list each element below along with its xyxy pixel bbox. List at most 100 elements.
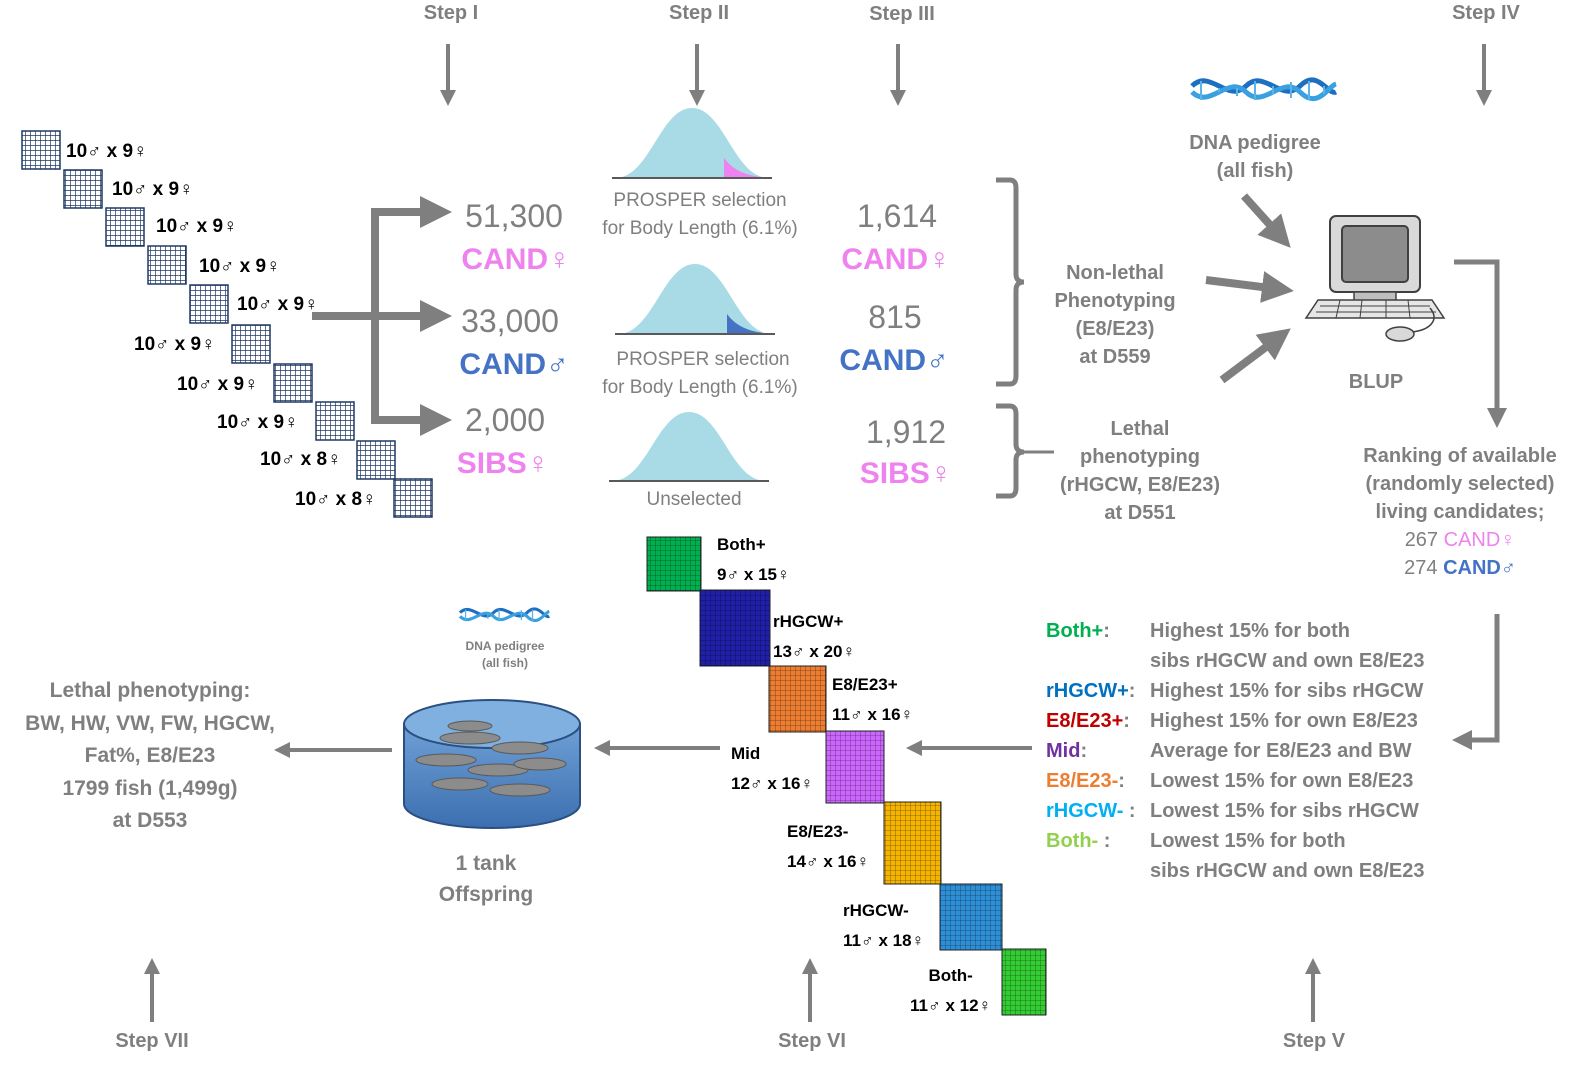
legend-key-sep: :: [1123, 710, 1130, 732]
cross-label-8: 10♂ x 9♀: [217, 412, 299, 433]
legend-key-text: E8/E23-: [1046, 770, 1119, 792]
legend-description: Lowest 15% for own E8/E23: [1150, 766, 1413, 796]
ranking-female-label: CAND♀: [1443, 529, 1516, 551]
legend-description-line: sibs rHGCW and own E8/E23: [1150, 860, 1425, 882]
legend-description: Highest 15% for both sibs rHGCW and own E…: [1150, 616, 1425, 676]
ranking-female-count: 267: [1404, 529, 1439, 551]
initial-family-block: [147, 245, 187, 285]
family-label-1: rHGCW+ 13♂ x 20♀: [773, 607, 855, 667]
final-phenotyping-text: Lethal phenotyping: BW, HW, VW, FW, HGCW…: [25, 679, 275, 832]
selection-male-line1: PROSPER selection: [616, 349, 790, 370]
legend-description: Highest 15% for own E8/E23: [1150, 706, 1418, 736]
dna-pedigree-small-label: DNA pedigree (all fish): [465, 639, 545, 670]
dna-helix-small-icon: [458, 607, 550, 623]
legend-key-sep: :: [1103, 620, 1110, 642]
cross-label-5: 10♂ x 9♀: [237, 294, 319, 315]
legend-description-line: Average for E8/E23 and BW: [1150, 740, 1412, 762]
family-name: Mid: [731, 744, 761, 763]
initial-family-block: [189, 284, 229, 324]
legend-description-line: Lowest 15% for sibs rHGCW: [1150, 800, 1419, 822]
cross-label-3: 10♂ x 9♀: [156, 216, 238, 237]
ranking-male-label: CAND♂: [1443, 557, 1516, 579]
nonlethal-phenotyping-text: Non-lethal Phenotyping (E8/E23) at D559: [1054, 262, 1176, 368]
initial-family-block: [393, 478, 433, 518]
dna-helix-icon: [1190, 77, 1338, 102]
cross-label-2: 10♂ x 9♀: [112, 179, 194, 200]
bracket-nonlethal: [996, 177, 1025, 387]
bell-curve-male: [615, 264, 775, 335]
family-block-grid-3: [826, 731, 884, 803]
legend-key: E8/E23+:: [1046, 706, 1150, 736]
family-name: E8/E23+: [832, 675, 898, 694]
family-cross: 9♂ x 15♀: [717, 565, 790, 584]
selected-cand-male-label: CAND♂: [839, 344, 949, 377]
selected-family-grid: [646, 536, 1047, 1016]
legend-key: Both- :: [1046, 826, 1150, 886]
family-name: rHGCW-: [843, 901, 909, 920]
initial-family-block: [356, 440, 396, 480]
ranking-to-legend-arrow: [1452, 614, 1500, 750]
initial-sibs-count: 2,000: [464, 402, 546, 438]
lethal-phenotyping-text: Lethal phenotyping (rHGCW, E8/E23) at D5…: [1059, 418, 1221, 524]
computer-icon: [1304, 215, 1446, 342]
legend-key-sep: :: [1098, 830, 1111, 852]
blup-label: BLUP: [1348, 371, 1404, 393]
selection-unselected: Unselected: [646, 489, 742, 510]
step4-label: Step IV: [1452, 2, 1520, 24]
family-cross: 12♂ x 16♀: [731, 774, 814, 793]
blup-to-ranking-arrow: [1454, 259, 1507, 428]
step5-label: Step V: [1282, 1030, 1346, 1052]
ranking-text: Ranking of available (randomly selected)…: [1363, 445, 1557, 579]
initial-cand-male-count: 33,000: [461, 303, 559, 339]
selected-cand-female-label: CAND♀: [841, 243, 951, 276]
family-block-grid-5: [940, 884, 1002, 950]
legend-description-line: Lowest 15% for own E8/E23: [1150, 770, 1414, 792]
legend-description-line: Highest 15% for both: [1150, 620, 1351, 642]
legend-key: rHGCW+:: [1046, 676, 1150, 706]
initial-family-block: [105, 207, 145, 247]
legend-key-text: E8/E23+: [1046, 710, 1124, 732]
lethal-to-blup-arrow: [1219, 328, 1291, 384]
tank-label: 1 tank Offspring: [438, 852, 534, 906]
step1-label: Step I: [423, 2, 479, 24]
legend-key-text: rHGCW+: [1046, 680, 1129, 702]
selected-cand-female-count: 1,614: [856, 198, 938, 234]
legend-key-sep: :: [1118, 770, 1125, 792]
family-name: Both+: [717, 535, 766, 554]
ranking-male-count: 274: [1404, 557, 1438, 579]
legend-row: E8/E23+:Highest 15% for own E8/E23: [1046, 706, 1506, 736]
selected-cand-male-count: 815: [868, 299, 922, 335]
legend-key-text: Mid: [1046, 740, 1081, 762]
family-label-6: Both-11♂ x 12♀: [910, 961, 991, 1021]
legend-description: Lowest 15% for sibs rHGCW: [1150, 796, 1419, 826]
family-label-2: E8/E23+ 11♂ x 16♀: [832, 670, 913, 730]
legend-key-text: Both-: [1046, 830, 1099, 852]
cross-label-6: 10♂ x 9♀: [134, 334, 216, 355]
step3-label: Step III: [869, 3, 935, 25]
cross-label-10: 10♂ x 8♀: [295, 489, 377, 510]
family-block-grid-1: [700, 590, 770, 666]
family-cross: 14♂ x 16♀: [787, 852, 870, 871]
family-block-grid-6: [1002, 949, 1046, 1015]
initial-cand-female-label: CAND♀: [461, 243, 571, 276]
selection-female-line1: PROSPER selection: [613, 190, 787, 211]
family-label-5: rHGCW-11♂ x 18♀: [843, 896, 924, 956]
initial-family-block: [21, 130, 61, 170]
cross-label-4: 10♂ x 9♀: [199, 256, 281, 277]
family-block-grid-2: [769, 666, 826, 732]
legend-key-sep: :: [1123, 800, 1136, 822]
family-block-grid-0: [647, 537, 701, 591]
initial-cand-female-count: 51,300: [465, 198, 563, 234]
bell-curve-unselected: [609, 412, 769, 482]
fish-tank-icon: [403, 699, 581, 829]
family-name: E8/E23-: [787, 822, 849, 841]
cross-label-7: 10♂ x 9♀: [177, 374, 259, 395]
legend-row: rHGCW+:Highest 15% for sibs rHGCW: [1046, 676, 1506, 706]
family-label-0: Both+ 9♂ x 15♀: [717, 530, 790, 590]
family-cross: 13♂ x 20♀: [773, 642, 856, 661]
family-cross: 11♂ x 16♀: [832, 705, 914, 724]
step6-label: Step VI: [778, 1030, 846, 1052]
legend-description-line: sibs rHGCW and own E8/E23: [1150, 650, 1425, 672]
family-name: rHGCW+: [773, 612, 844, 631]
